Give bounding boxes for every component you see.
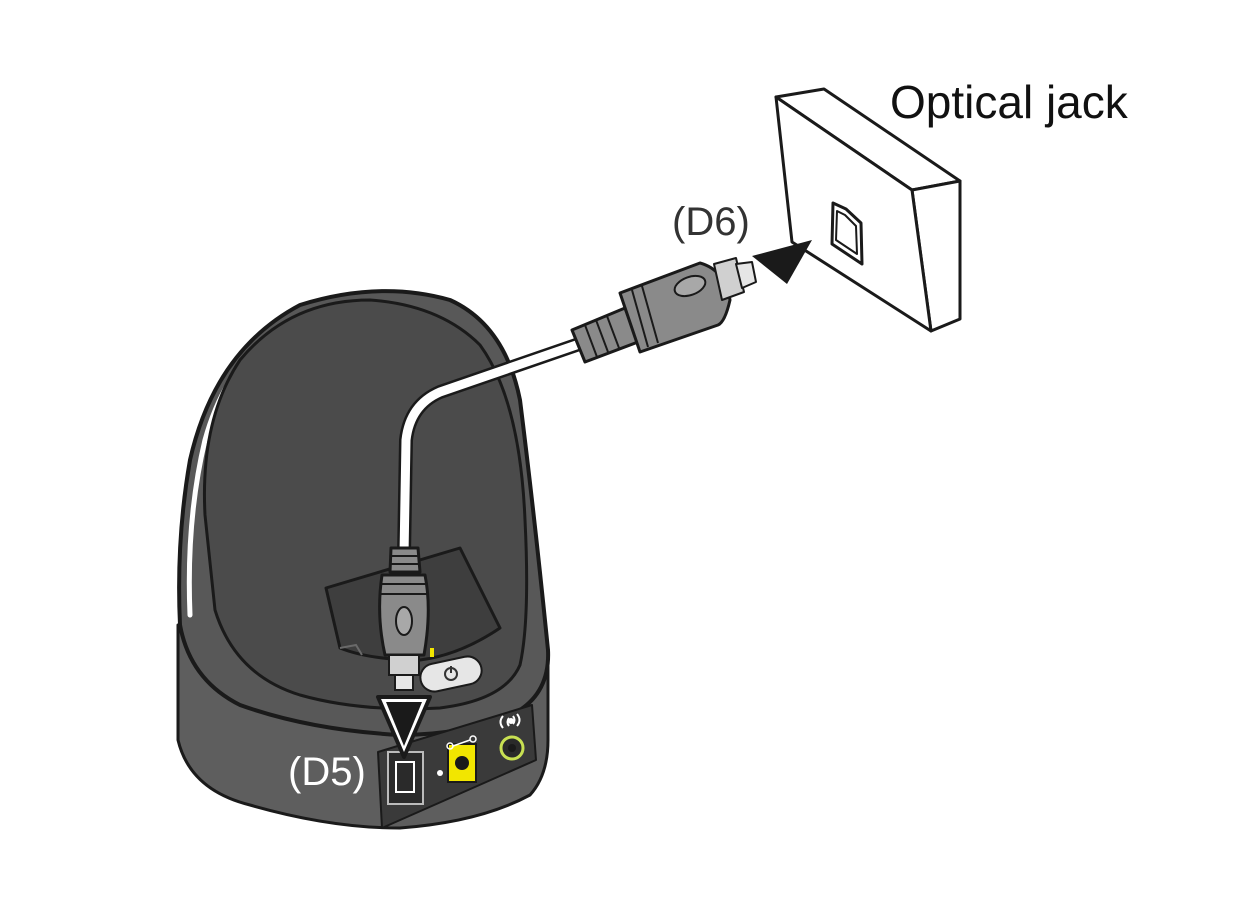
wall-plate (774, 87, 962, 333)
spdif-port (387, 751, 424, 805)
power-button[interactable] (418, 654, 484, 694)
arrow-d6-icon (752, 240, 812, 284)
wireless-icon (499, 713, 521, 729)
status-led (430, 648, 434, 657)
d5-label: (D5) (288, 750, 366, 794)
toslink-plug-lower (378, 546, 430, 691)
d6-label: (D6) (672, 200, 750, 244)
optical-socket (830, 201, 864, 266)
title-label: Optical jack (890, 76, 1128, 128)
aux-port (499, 713, 525, 761)
dc-power-port (446, 735, 477, 783)
dc-power-icon (446, 735, 477, 750)
toslink-plug-upper (570, 257, 757, 364)
indicator-dot (437, 770, 443, 776)
power-icon (444, 666, 458, 681)
base-station (176, 289, 551, 830)
